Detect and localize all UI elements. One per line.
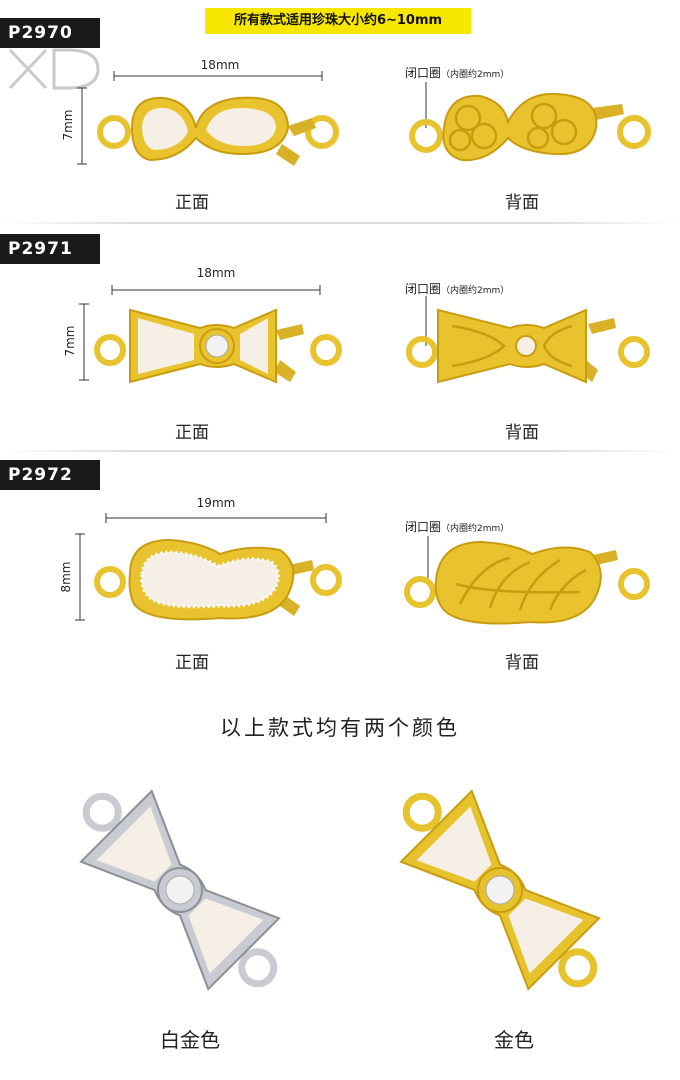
p2971-front-clasp — [94, 308, 342, 384]
section-divider — [0, 222, 680, 224]
gold-label: 金色 — [494, 1028, 534, 1052]
front-label: 正面 — [175, 653, 209, 673]
front-label: 正面 — [175, 193, 209, 213]
p2972-back-clasp — [404, 540, 650, 625]
width-label: 19mm — [196, 496, 236, 510]
pearl-size-banner: 所有款式适用珍珠大小约6~10mm — [205, 8, 471, 34]
white-gold-label: 白金色 — [160, 1028, 220, 1052]
gold-clasp — [399, 789, 601, 991]
product-code-p2972: P2972 — [0, 460, 100, 490]
p2970-back-clasp — [409, 92, 651, 162]
product-code-p2971: P2971 — [0, 234, 100, 264]
height-label: 7mm — [63, 325, 77, 357]
p2971-back-clasp — [406, 308, 650, 384]
front-label: 正面 — [175, 423, 209, 443]
p2972-front-clasp — [94, 538, 342, 621]
section-divider — [0, 450, 680, 452]
product-code-p2970: P2970 — [0, 18, 100, 48]
back-label: 背面 — [505, 653, 539, 673]
closed-ring-label: 闭口圈（内圈约2mm） — [405, 66, 510, 80]
p2970-front-clasp — [97, 96, 339, 166]
white-gold-clasp — [79, 789, 281, 991]
closed-ring-label: 闭口圈（内圈约2mm） — [405, 282, 510, 296]
back-label: 背面 — [505, 423, 539, 443]
xd-logo — [8, 48, 100, 90]
width-label: 18mm — [200, 58, 240, 72]
width-label: 18mm — [196, 266, 236, 280]
height-label: 8mm — [59, 561, 73, 593]
colors-title: 以上款式均有两个颜色 — [220, 716, 460, 740]
closed-ring-label: 闭口圈（内圈约2mm） — [405, 520, 510, 534]
back-label: 背面 — [505, 193, 539, 213]
height-label: 7mm — [61, 109, 75, 141]
